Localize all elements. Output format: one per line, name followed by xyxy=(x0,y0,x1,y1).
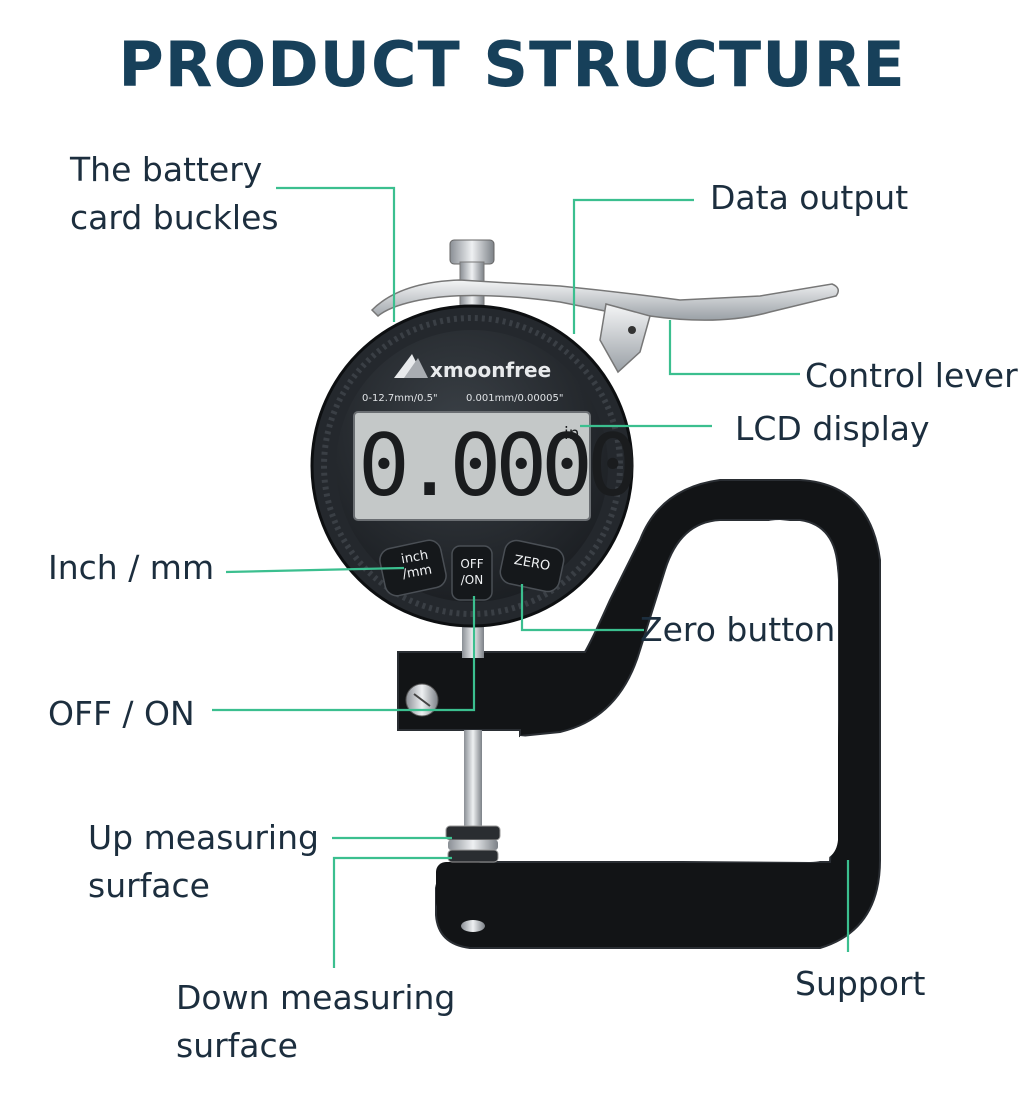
label-zero-button: Zero button xyxy=(640,610,836,649)
support-frame xyxy=(397,479,881,949)
label-up-surface: Up measuring surface xyxy=(88,814,319,910)
label-data-output: Data output xyxy=(710,178,909,217)
label-up-surface-line2: surface xyxy=(88,866,210,905)
brand-name: xmoonfree xyxy=(430,358,552,382)
leader-zero xyxy=(520,584,644,632)
leader-off-on xyxy=(212,596,476,712)
label-down-surface-line1: Down measuring xyxy=(176,978,456,1017)
off-on-button[interactable]: OFF /ON xyxy=(452,556,492,588)
label-down-surface: Down measuring surface xyxy=(176,974,455,1070)
label-battery-line1: The battery xyxy=(70,150,263,189)
leader-battery xyxy=(276,186,396,322)
off-on-button-line1: OFF xyxy=(460,557,484,571)
lcd-reading: 0.0000 xyxy=(358,416,639,516)
label-up-surface-line1: Up measuring xyxy=(88,818,319,857)
frame-screw xyxy=(405,683,439,717)
label-battery-line2: card buckles xyxy=(70,198,279,237)
button-shapes xyxy=(379,539,565,601)
label-support: Support xyxy=(795,964,926,1003)
label-battery: The battery card buckles xyxy=(70,146,279,242)
control-lever-shape xyxy=(370,279,839,374)
label-inch-mm: Inch / mm xyxy=(48,548,215,587)
spindle xyxy=(445,622,501,932)
label-lcd-display: LCD display xyxy=(735,409,930,448)
leader-control-lever xyxy=(668,320,800,376)
leader-inch-mm xyxy=(225,566,405,574)
lcd-panel xyxy=(353,411,591,521)
page-title: PRODUCT STRUCTURE xyxy=(118,28,906,101)
brand-logo-mark xyxy=(394,354,428,378)
leader-down-surface xyxy=(332,856,452,968)
leader-data-output xyxy=(572,198,694,334)
label-down-surface-line2: surface xyxy=(176,1026,298,1065)
label-off-on: OFF / ON xyxy=(48,694,195,733)
label-control-lever: Control lever xyxy=(805,356,1018,395)
spec-range: 0-12.7mm/0.5" xyxy=(362,393,438,404)
spec-resolution: 0.001mm/0.00005" xyxy=(466,393,564,404)
lcd-unit: in xyxy=(564,424,580,444)
off-on-button-line2: /ON xyxy=(460,573,484,587)
leader-lines xyxy=(212,186,850,968)
